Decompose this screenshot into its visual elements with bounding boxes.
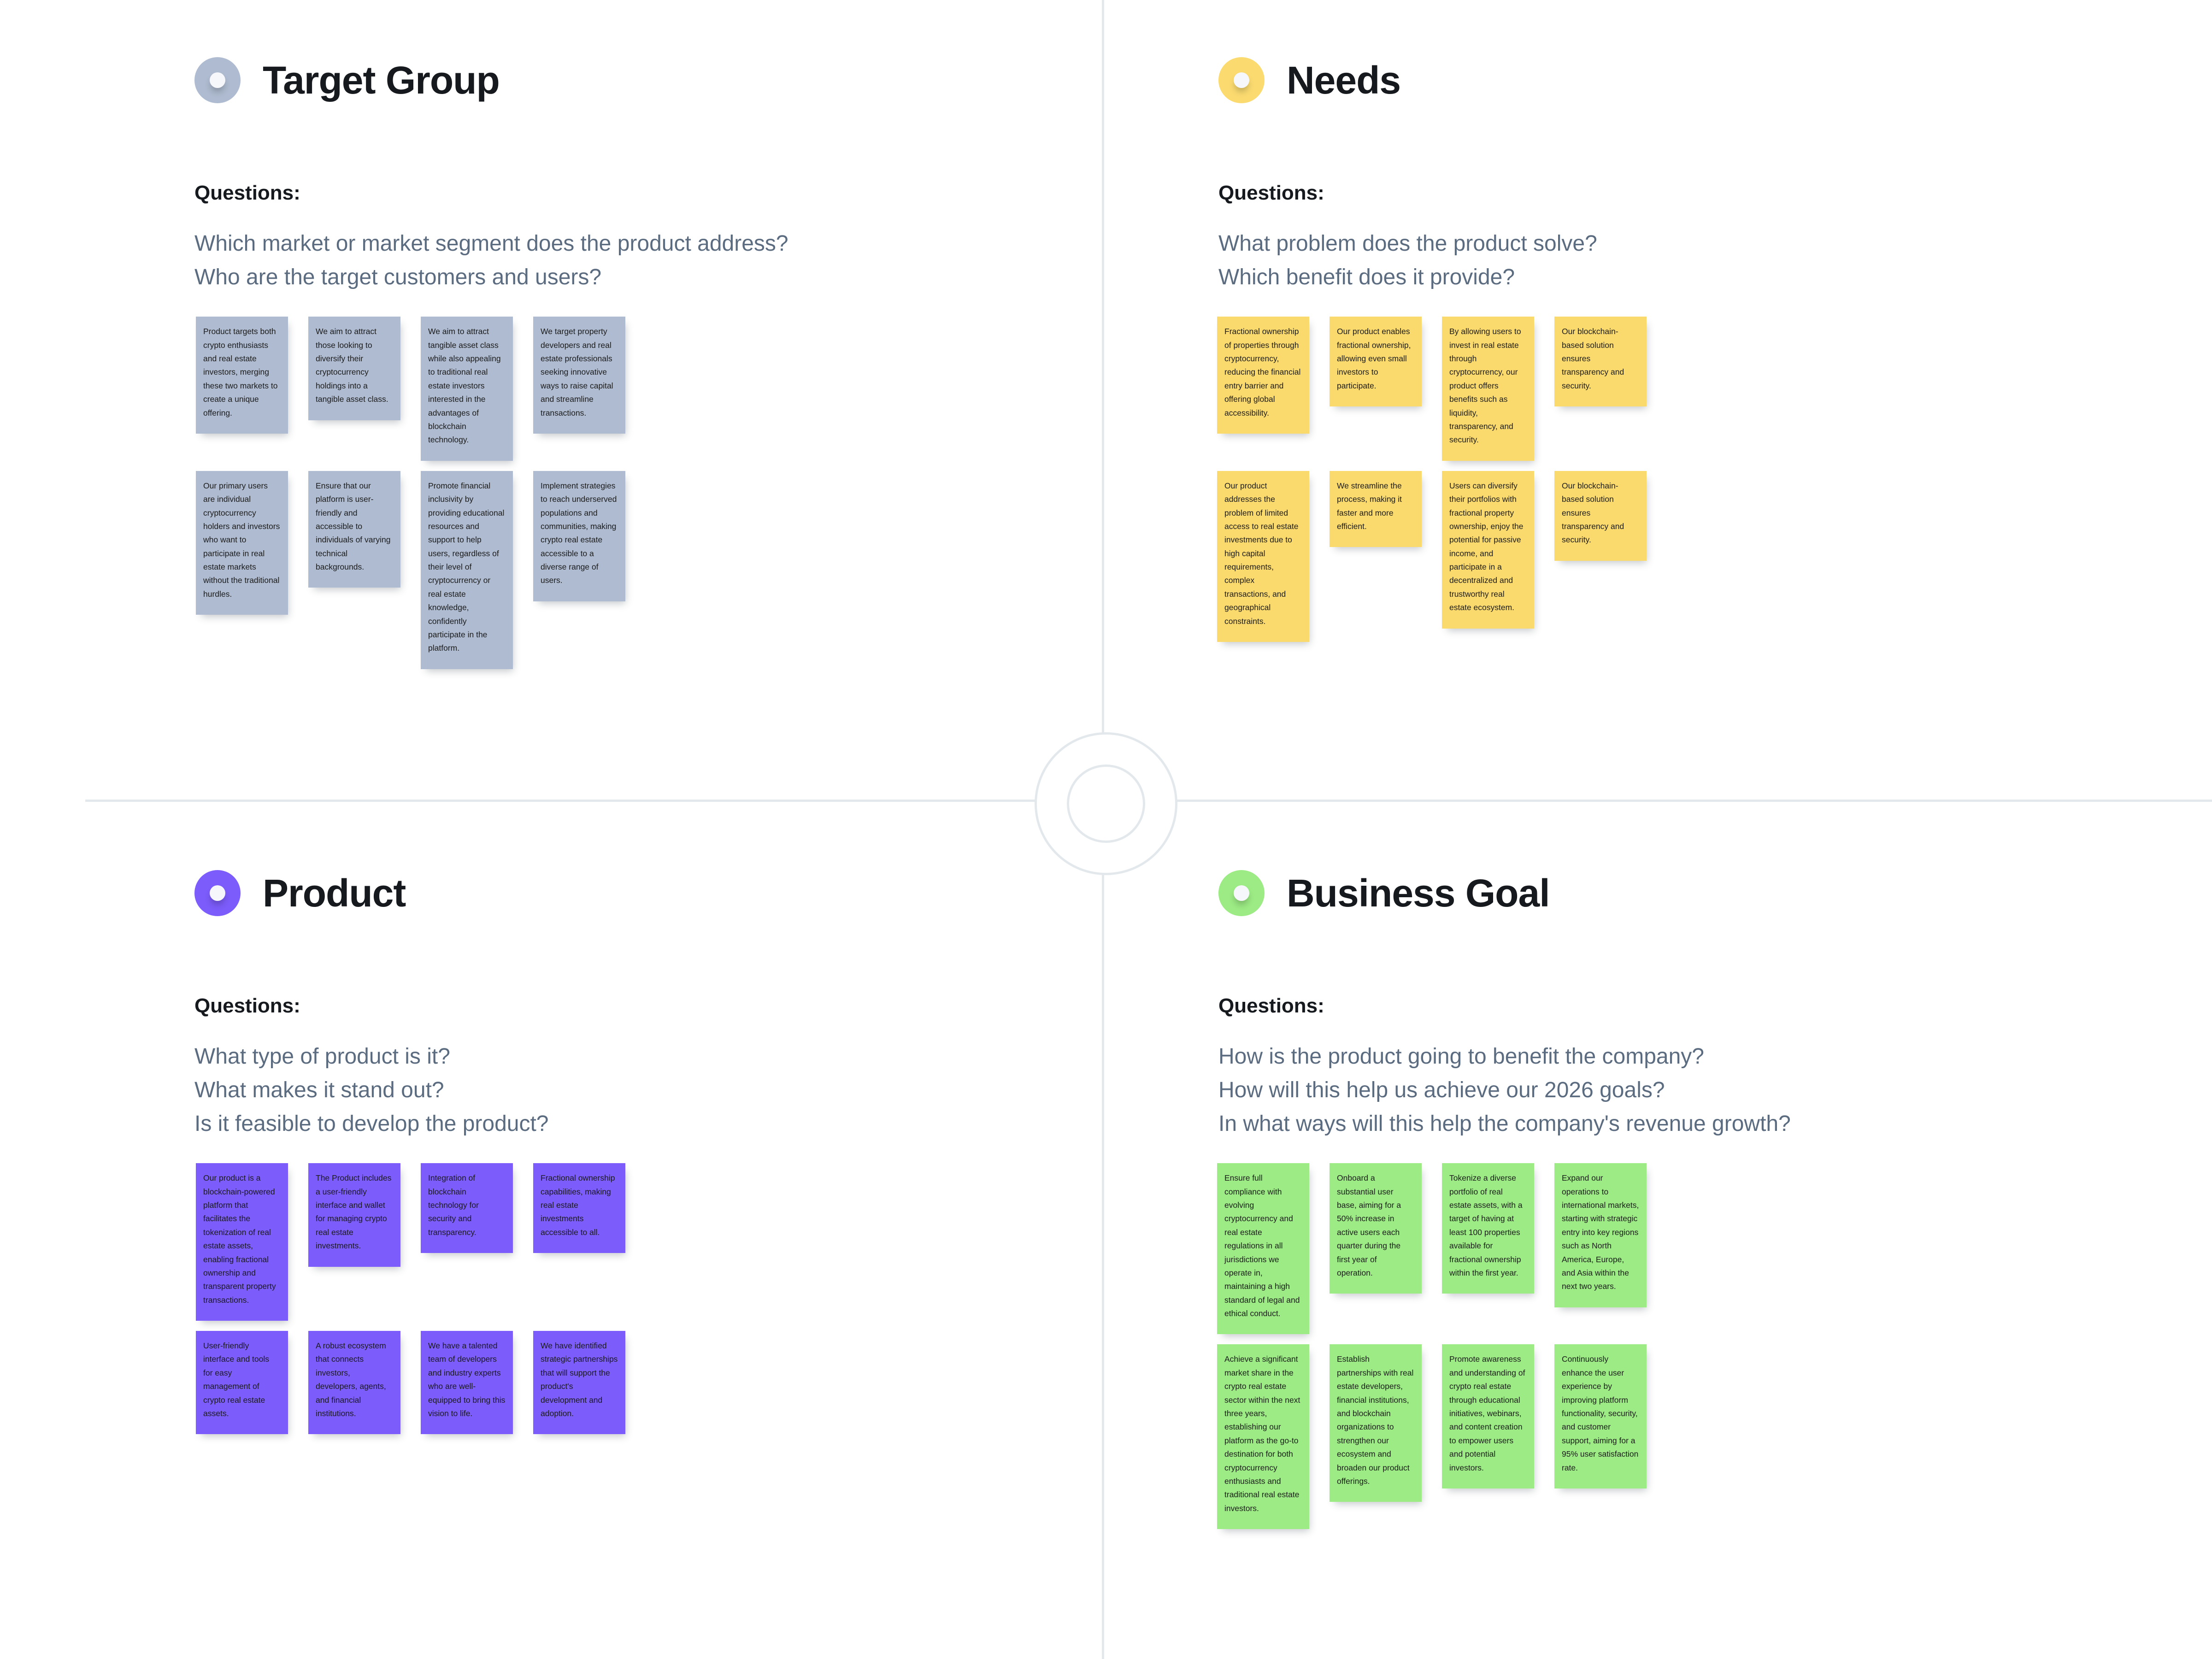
circle-dot-icon (194, 57, 241, 104)
sticky-note[interactable]: Achieve a significant market share in th… (1217, 1344, 1309, 1530)
sticky-note[interactable]: Our blockchain-based solution ensures tr… (1554, 317, 1647, 407)
sticky-note[interactable]: Our product is a blockchain-powered plat… (196, 1163, 288, 1321)
sticky-note[interactable]: Product targets both crypto enthusiasts … (196, 317, 288, 434)
sticky-note[interactable]: Fractional ownership capabilities, makin… (533, 1163, 625, 1253)
sticky-note[interactable]: Our primary users are individual cryptoc… (196, 471, 288, 615)
sticky-note[interactable]: Our product addresses the problem of lim… (1217, 471, 1309, 642)
sticky-note[interactable]: Our product enables fractional ownership… (1330, 317, 1422, 407)
question-item: In what ways will this help the company'… (1218, 1112, 1791, 1136)
sticky-note[interactable]: Ensure full compliance with evolving cry… (1217, 1163, 1309, 1335)
quadrant-header: Needs (1104, 0, 2212, 126)
notes-row-2: Our primary users are individual cryptoc… (196, 471, 1102, 669)
questions-label: Questions: (1218, 181, 1324, 204)
question-list: What problem does the product solve? Whi… (1218, 227, 2212, 294)
questions-block: Questions: What type of product is it? W… (0, 994, 1102, 1141)
questions-label: Questions: (194, 181, 300, 204)
question-item: What problem does the product solve? (1218, 231, 1597, 256)
question-item: Who are the target customers and users? (194, 265, 602, 290)
quadrant-title: Business Goal (1287, 871, 1550, 915)
sticky-note[interactable]: Fractional ownership of properties throu… (1217, 317, 1309, 434)
sticky-note[interactable]: Integration of blockchain technology for… (421, 1163, 513, 1253)
question-item: How will this help us achieve our 2026 g… (1218, 1078, 1665, 1103)
questions-block: Questions: What problem does the product… (1104, 181, 2212, 295)
sticky-note[interactable]: Onboard a substantial user base, aiming … (1330, 1163, 1422, 1294)
quadrant-title: Needs (1287, 59, 1401, 102)
quadrant-product: Product Questions: What type of product … (0, 802, 1102, 1659)
quadrant-business-goal: Business Goal Questions: How is the prod… (1104, 802, 2212, 1659)
notes-row-1: Ensure full compliance with evolving cry… (1217, 1163, 2212, 1335)
question-item: How is the product going to benefit the … (1218, 1044, 1704, 1069)
sticky-note[interactable]: Our blockchain-based solution ensures tr… (1554, 471, 1647, 561)
sticky-note[interactable]: We aim to attract tangible asset class w… (421, 317, 513, 461)
quadrant-header: Target Group (0, 0, 1102, 126)
sticky-note[interactable]: Promote financial inclusivity by providi… (421, 471, 513, 669)
sticky-note[interactable]: The Product includes a user-friendly int… (308, 1163, 400, 1267)
circle-dot-icon (194, 870, 241, 917)
question-list: What type of product is it? What makes i… (194, 1040, 1102, 1141)
sticky-note[interactable]: User-friendly interface and tools for ea… (196, 1331, 288, 1435)
question-item: Is it feasible to develop the product? (194, 1112, 549, 1136)
question-item: Which benefit does it provide? (1218, 265, 1515, 290)
questions-block: Questions: How is the product going to b… (1104, 994, 2212, 1141)
inner-ring (1067, 765, 1145, 843)
questions-label: Questions: (194, 994, 300, 1017)
sticky-note[interactable]: We streamline the process, making it fas… (1330, 471, 1422, 547)
notes-row-1: Fractional ownership of properties throu… (1217, 317, 2212, 461)
sticky-note[interactable]: We have a talented team of developers an… (421, 1331, 513, 1435)
sticky-note[interactable]: We have identified strategic partnership… (533, 1331, 625, 1435)
notes-row-1: Product targets both crypto enthusiasts … (196, 317, 1102, 461)
notes-row-1: Our product is a blockchain-powered plat… (196, 1163, 1102, 1321)
notes-row-2: User-friendly interface and tools for ea… (196, 1331, 1102, 1435)
circle-dot-icon (1218, 57, 1265, 104)
question-list: How is the product going to benefit the … (1218, 1040, 2212, 1141)
question-list: Which market or market segment does the … (194, 227, 1102, 294)
sticky-note[interactable]: Expand our operations to international m… (1554, 1163, 1647, 1307)
sticky-note[interactable]: Continuously enhance the user experience… (1554, 1344, 1647, 1488)
quadrant-header: Product (0, 802, 1102, 939)
notes-row-2: Achieve a significant market share in th… (1217, 1344, 2212, 1530)
quadrant-title: Product (263, 871, 406, 915)
sticky-note[interactable]: A robust ecosystem that connects investo… (308, 1331, 400, 1435)
sticky-note[interactable]: Tokenize a diverse portfolio of real est… (1442, 1163, 1534, 1294)
sticky-note[interactable]: Users can diversify their portfolios wit… (1442, 471, 1534, 629)
sticky-note[interactable]: Implement strategies to reach underserve… (533, 471, 625, 601)
question-item: What type of product is it? (194, 1044, 450, 1069)
sticky-note[interactable]: Establish partnerships with real estate … (1330, 1344, 1422, 1502)
sticky-note[interactable]: Ensure that our platform is user-friendl… (308, 471, 400, 588)
sticky-note[interactable]: Promote awareness and understanding of c… (1442, 1344, 1534, 1488)
quadrant-header: Business Goal (1104, 802, 2212, 939)
circle-dot-icon (1218, 870, 1265, 917)
question-item: Which market or market segment does the … (194, 231, 788, 256)
questions-label: Questions: (1218, 994, 1324, 1017)
quadrant-needs: Needs Questions: What problem does the p… (1104, 0, 2212, 800)
sticky-note[interactable]: By allowing users to invest in real esta… (1442, 317, 1534, 461)
sticky-note[interactable]: We aim to attract those looking to diver… (308, 317, 400, 420)
question-item: What makes it stand out? (194, 1078, 444, 1103)
quadrant-title: Target Group (263, 59, 500, 102)
sticky-note[interactable]: We target property developers and real e… (533, 317, 625, 434)
quadrant-target-group: Target Group Questions: Which market or … (0, 0, 1102, 800)
questions-block: Questions: Which market or market segmen… (0, 181, 1102, 295)
notes-row-2: Our product addresses the problem of lim… (1217, 471, 2212, 642)
